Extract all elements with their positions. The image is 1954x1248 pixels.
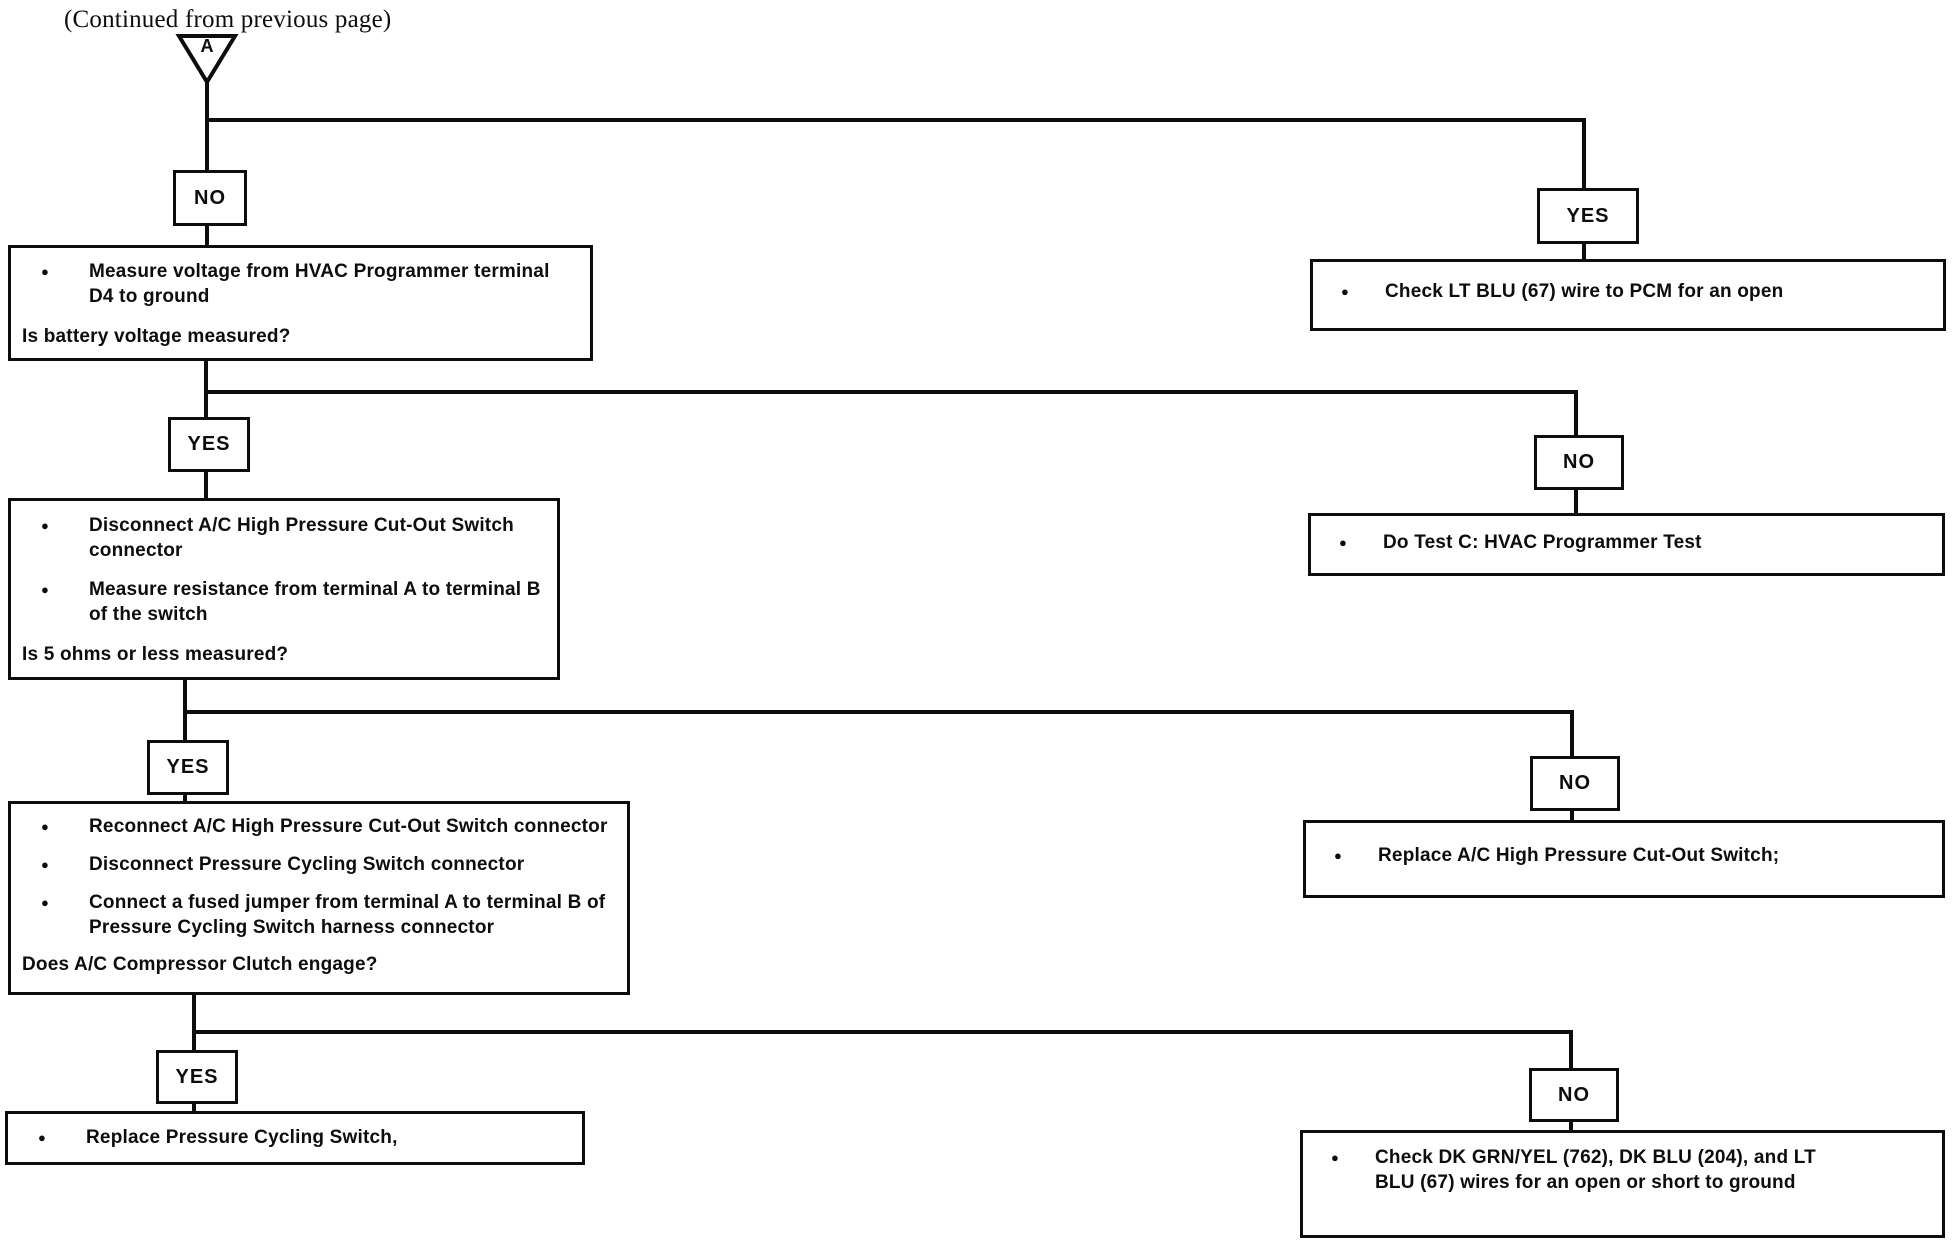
connector-line [204,390,1578,437]
bullet-icon: ● [41,857,49,872]
bullet-icon: ● [41,895,49,910]
step-box-level4-left: ● Replace Pressure Cycling Switch, [5,1111,585,1165]
step-box-level3-right: ● Replace A/C High Pressure Cut-Out Swit… [1303,820,1945,898]
decision-box-level1-right: YES [1537,188,1639,244]
decision-box-level4-left: YES [156,1050,238,1104]
step-text: Check DK GRN/YEL (762), DK BLU (204), an… [1375,1147,1816,1193]
bullet-icon: ● [1341,284,1349,299]
bullet-icon: ● [41,582,49,597]
step-box-level1-right: ● Check LT BLU (67) wire to PCM for an o… [1310,259,1946,331]
step-text: Measure voltage from HVAC Programmer ter… [89,261,550,307]
bullet-icon: ● [41,518,49,533]
bullet-icon: ● [1334,848,1342,863]
step-text: Disconnect Pressure Cycling Switch conne… [89,854,525,875]
decision-label: NO [194,186,226,209]
connector-line [183,710,1574,758]
step-text: Replace Pressure Cycling Switch, [86,1127,398,1148]
step-text: Check LT BLU (67) wire to PCM for an ope… [1385,281,1784,302]
continued-note: (Continued from previous page) [64,6,392,33]
bullet-icon: ● [41,819,49,834]
decision-box-level1-left: NO [173,170,247,226]
decision-box-level2-left: YES [168,417,250,472]
decision-label: YES [175,1065,219,1088]
step-text: Replace A/C High Pressure Cut-Out Switch… [1378,845,1780,866]
decision-label: NO [1563,451,1595,473]
step-text: Reconnect A/C High Pressure Cut-Out Swit… [89,816,608,837]
decision-box-level3-left: YES [147,740,229,795]
decision-box-level3-right: NO [1530,756,1620,811]
connector-line [205,118,1586,190]
step-text: Connect a fused jumper from terminal A t… [89,892,606,938]
connector-line [192,1030,1573,1070]
question-text: Is battery voltage measured? [22,326,291,347]
decision-label: YES [1566,204,1610,227]
question-text: Is 5 ohms or less measured? [22,644,289,665]
decision-label: YES [187,433,231,455]
step-box-level1-left: ● Measure voltage from HVAC Programmer t… [8,245,593,361]
step-text: Disconnect A/C High Pressure Cut-Out Swi… [89,515,514,561]
decision-label: NO [1559,772,1591,794]
step-text: Measure resistance from terminal A to te… [89,579,541,625]
bullet-icon: ● [41,264,49,279]
decision-label: NO [1558,1083,1590,1106]
bullet-icon: ● [1339,535,1347,550]
step-box-level4-right: ● Check DK GRN/YEL (762), DK BLU (204), … [1300,1130,1945,1238]
decision-box-level2-right: NO [1534,435,1624,490]
step-text: Do Test C: HVAC Programmer Test [1383,532,1702,553]
step-box-level3-left: ● Reconnect A/C High Pressure Cut-Out Sw… [8,801,630,995]
question-text: Does A/C Compressor Clutch engage? [22,954,378,975]
step-box-level2-right: ● Do Test C: HVAC Programmer Test [1308,513,1945,576]
connector-a-label: A [200,36,214,56]
connector-a-triangle [175,34,239,86]
decision-box-level4-right: NO [1529,1068,1619,1122]
step-box-level2-left: ● Disconnect A/C High Pressure Cut-Out S… [8,498,560,680]
decision-label: YES [166,756,210,778]
bullet-icon: ● [38,1130,46,1145]
bullet-icon: ● [1331,1150,1339,1165]
